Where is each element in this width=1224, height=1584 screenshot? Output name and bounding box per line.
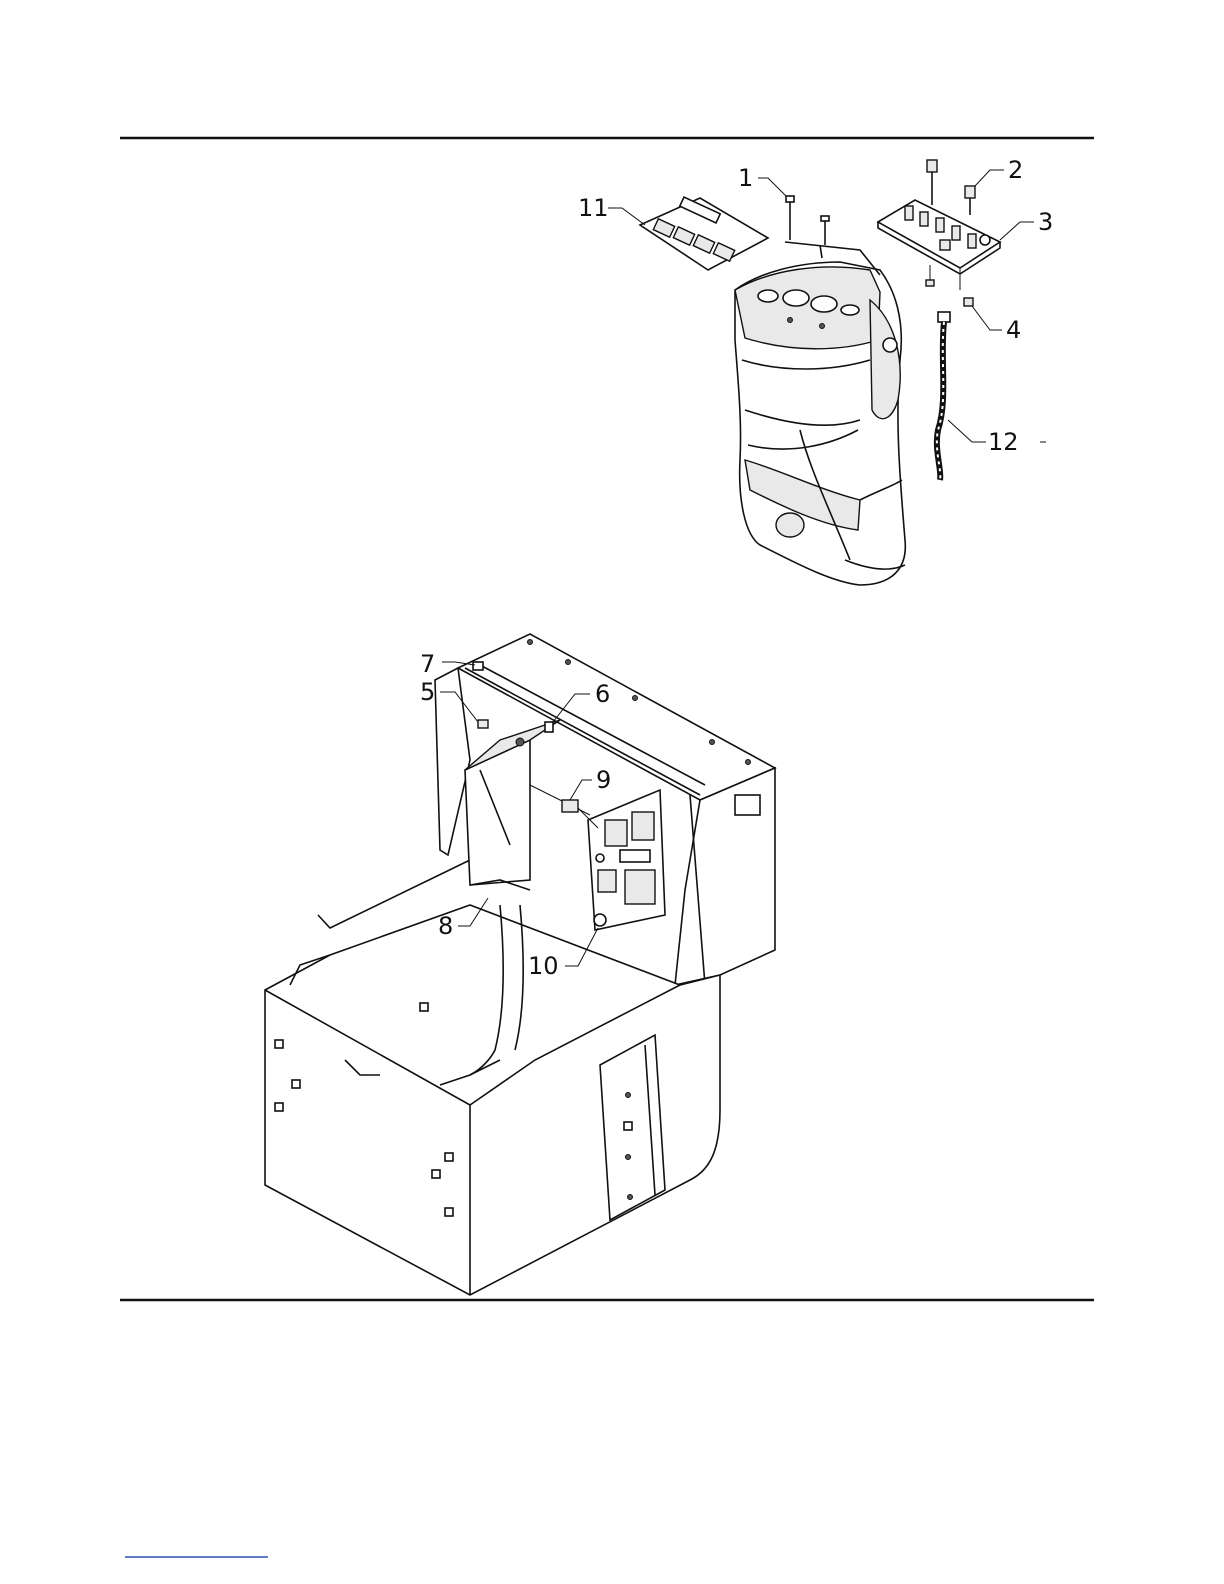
callout-8: 8 <box>438 912 453 940</box>
callout-9: 9 <box>596 766 611 794</box>
wire-harness-part-12 <box>937 312 950 480</box>
callout-11: 11 <box>578 194 609 222</box>
callout-5: 5 <box>420 678 435 706</box>
callout-12: 12 <box>988 428 1019 456</box>
callout-10: 10 <box>528 952 559 980</box>
control-board <box>588 790 665 930</box>
callout-3: 3 <box>1038 208 1053 236</box>
keypad-overlay-part-11 <box>640 197 768 270</box>
circuit-board-part-3 <box>878 200 1000 290</box>
callout-2: 2 <box>1008 156 1023 184</box>
nut-part-4 <box>964 298 973 306</box>
callout-6: 6 <box>595 680 610 708</box>
handle-housing <box>735 242 905 585</box>
bracket-part-8 <box>465 720 560 890</box>
callout-1: 1 <box>738 164 753 192</box>
callout-7: 7 <box>420 650 435 678</box>
screw-part-1 <box>786 196 829 245</box>
callout-4: 4 <box>1006 316 1021 344</box>
